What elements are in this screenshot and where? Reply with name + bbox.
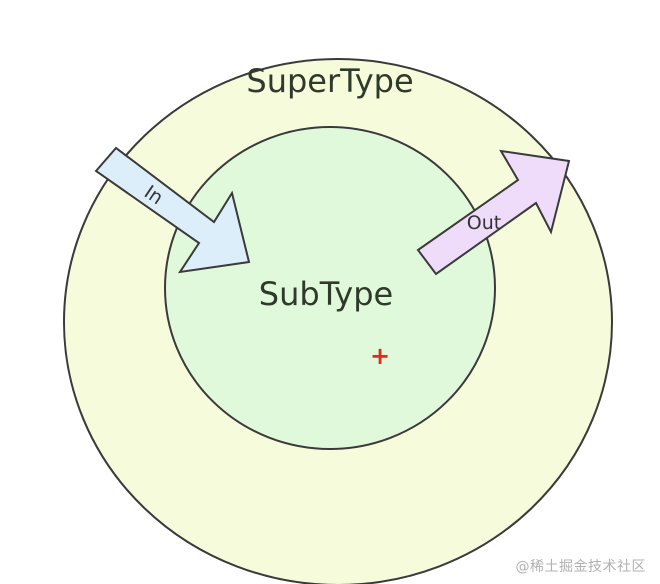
out-arrow-icon: [416, 149, 571, 276]
cross-marker: +: [370, 342, 390, 370]
subtype-circle: [164, 126, 496, 450]
in-arrow-icon: [94, 146, 251, 274]
out-arrow-label: Out: [467, 212, 501, 234]
subtype-label: SubType: [259, 275, 393, 313]
supertype-label: SuperType: [246, 62, 413, 100]
watermark: @稀土掘金技术社区: [515, 559, 646, 575]
